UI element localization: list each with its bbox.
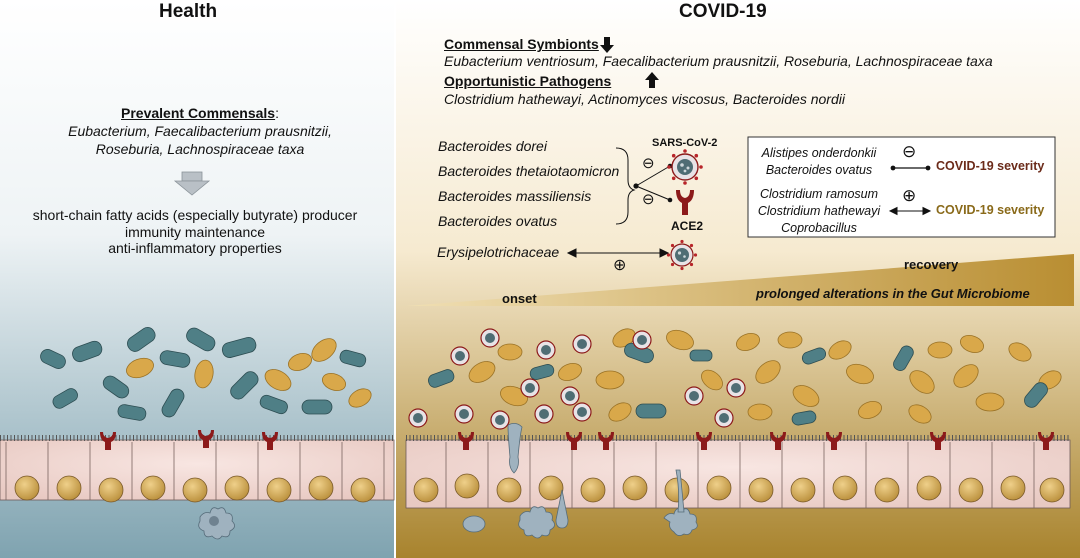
severity-box <box>747 136 1056 238</box>
prolonged-label: prolonged alterations in the Gut Microbi… <box>756 286 1030 301</box>
commensal-heading: Commensal Symbionts <box>444 36 599 52</box>
pos-taxon: Coprobacillus <box>781 221 857 235</box>
minus-sign: ⊖ <box>902 142 917 161</box>
health-title: Health <box>159 1 218 22</box>
commensal-taxa: Eubacterium ventriosum, Faecalibacterium… <box>444 53 993 69</box>
health-epithelium <box>0 430 395 540</box>
health-effects: short-chain fatty acids (especially buty… <box>10 207 380 257</box>
neg-taxon: Alistipes onderdonkii <box>761 146 877 160</box>
erysipelotrichaceae-label: Erysipelotrichaceae <box>437 244 560 260</box>
timeline-wedge <box>406 254 1074 306</box>
ace2-receptor-icon <box>676 190 694 215</box>
neg-taxa: Alistipes onderdonkii Bacteroides ovatus <box>752 145 886 179</box>
effect-item: anti-inflammatory properties <box>108 240 282 256</box>
health-bacteria <box>40 327 372 421</box>
positive-association-arrow <box>888 206 932 216</box>
pos-taxon: Clostridium ramosum <box>759 187 879 201</box>
pos-taxon: Clostridium hathewayi <box>757 204 881 218</box>
effect-item: immunity maintenance <box>124 223 266 240</box>
neg-taxon: Bacteroides ovatus <box>765 163 873 177</box>
pathogen-taxa: Clostridium hathewayi, Actinomyces visco… <box>444 91 845 107</box>
plus-sign: ⊕ <box>902 186 917 205</box>
pathogen-heading: Opportunistic Pathogens <box>444 73 612 89</box>
arrow-down-icon <box>600 37 614 53</box>
severity-label-positive: COVID-19 severity <box>936 203 1045 217</box>
plus-sign: ⊕ <box>613 257 627 274</box>
prevalent-commensals-block: Prevalent Commensals: Eubacterium, Faeca… <box>40 104 360 158</box>
sars-cov-2-icon <box>408 328 746 430</box>
bacteroides-item: Bacteroides dorei <box>438 138 547 154</box>
sars-cov-2-icon <box>666 239 698 271</box>
prevalent-taxa-line2: Roseburia, Lachnospiraceae taxa <box>95 141 305 157</box>
effect-item: short-chain fatty acids (especially buty… <box>32 207 358 223</box>
bracket <box>615 147 636 225</box>
branch-point <box>633 183 639 189</box>
covid-bacteria <box>408 328 1062 430</box>
pos-taxa: Clostridium ramosum Clostridium hatheway… <box>752 186 886 237</box>
bacteroides-item: Bacteroides ovatus <box>438 213 558 229</box>
inhibition-lines <box>635 165 671 201</box>
inhibit-end <box>667 197 673 203</box>
covid-title: COVID-19 <box>679 1 767 22</box>
prevalent-taxa-line1: Eubacterium, Faecalibacterium prausnitzi… <box>68 123 332 139</box>
bacteroides-item: Bacteroides massiliensis <box>438 188 592 204</box>
minus-sign: ⊖ <box>642 155 655 172</box>
arrow-down-icon <box>173 171 211 196</box>
bacteroides-item: Bacteroides thetaiotaomicron <box>438 163 620 179</box>
covid-epithelium <box>405 423 1071 539</box>
sars-cov-2-icon <box>667 149 703 185</box>
onset-label: onset <box>502 291 537 306</box>
ace2-label: ACE2 <box>671 219 704 233</box>
severity-label-negative: COVID-19 severity <box>936 159 1045 173</box>
prevalent-heading: Prevalent Commensals <box>121 105 276 121</box>
minus-sign: ⊖ <box>642 191 655 208</box>
arrow-up-icon <box>645 72 659 88</box>
prevalent-colon: : <box>275 105 279 121</box>
recovery-label: recovery <box>904 257 959 272</box>
immune-cell-icon <box>462 423 698 539</box>
double-arrow <box>566 248 670 258</box>
sars-cov-2-label: SARS-CoV-2 <box>652 137 718 149</box>
immune-cell-icon <box>198 507 235 540</box>
